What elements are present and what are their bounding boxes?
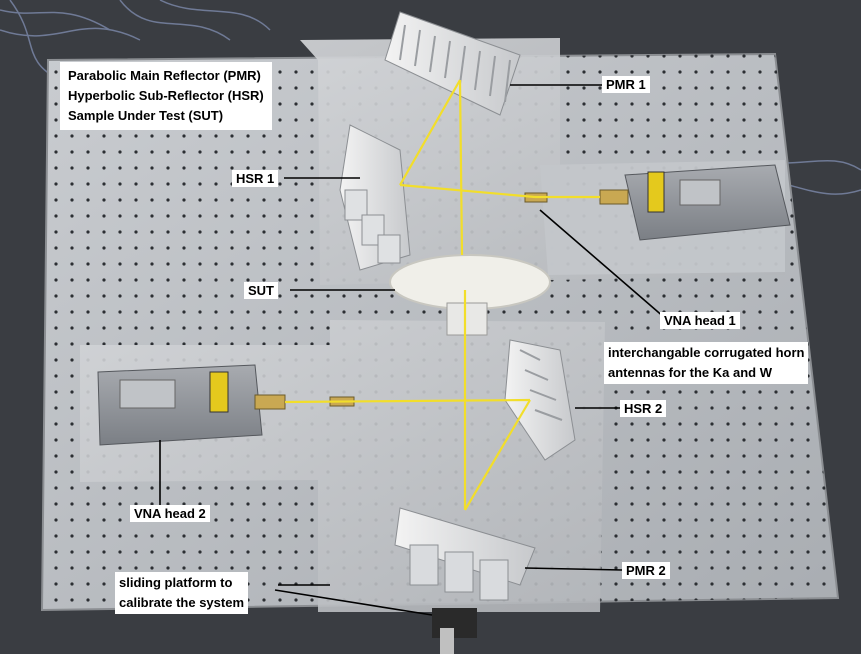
annotation-leaders bbox=[159, 84, 666, 616]
legend-pmr: Parabolic Main Reflector (PMR) bbox=[68, 68, 261, 83]
label-vna-head-2: VNA head 2 bbox=[130, 505, 210, 522]
label-hsr2: HSR 2 bbox=[620, 400, 667, 417]
legend-hsr: Hyperbolic Sub-Reflector (HSR) bbox=[68, 88, 264, 103]
label-sliding-line1: sliding platform to bbox=[119, 575, 233, 590]
label-horn-line2: antennas for the Ka and W bbox=[608, 365, 772, 380]
pmr1-reflector bbox=[384, 11, 521, 116]
label-vna-head-1: VNA head 1 bbox=[660, 312, 740, 329]
horn-antenna-2 bbox=[254, 394, 286, 410]
background-cables bbox=[0, 0, 861, 195]
beam-path bbox=[284, 79, 600, 511]
sliding-platform-handle bbox=[440, 628, 454, 654]
legend-sut: Sample Under Test (SUT) bbox=[68, 108, 224, 123]
label-sliding-platform: sliding platform to calibrate the system bbox=[115, 572, 249, 614]
sut-holder bbox=[446, 302, 488, 336]
label-pmr1: PMR 1 bbox=[602, 76, 650, 93]
label-sliding-line2: calibrate the system bbox=[119, 595, 245, 610]
vna-head-2-device bbox=[97, 364, 355, 446]
label-hsr1: HSR 1 bbox=[232, 170, 279, 187]
label-pmr2: PMR 2 bbox=[622, 562, 670, 579]
pmr2-reflector bbox=[394, 507, 536, 601]
horn-antenna-1 bbox=[599, 189, 629, 205]
upper-plate bbox=[300, 38, 785, 285]
sut-sample-disc bbox=[389, 254, 551, 310]
sliding-platform-block bbox=[432, 608, 477, 638]
label-horn-antennas: interchangable corrugated horn antennas … bbox=[604, 342, 809, 384]
label-sut: SUT bbox=[244, 282, 278, 299]
legend-box: Parabolic Main Reflector (PMR) Hyperboli… bbox=[60, 62, 272, 130]
hsr1-reflector bbox=[339, 124, 411, 271]
hsr2-reflector bbox=[504, 339, 576, 461]
label-horn-line1: interchangable corrugated horn bbox=[608, 345, 805, 360]
